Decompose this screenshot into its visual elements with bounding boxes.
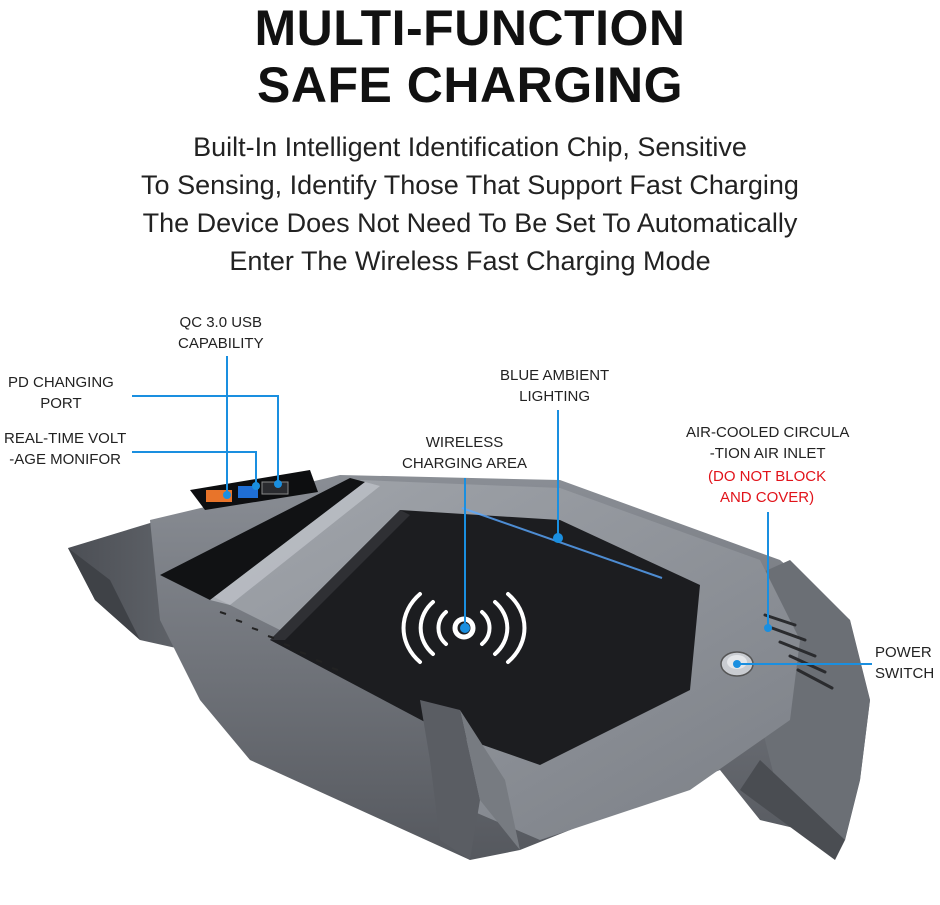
wireless-charging-icon <box>401 592 527 664</box>
label-volt-monitor: REAL-TIME VOLT-AGE MONIFOR <box>4 430 127 468</box>
subtitle-line-4: Enter The Wireless Fast Charging Mode <box>229 246 711 276</box>
subtitle-line-3: The Device Does Not Need To Be Set To Au… <box>142 208 798 238</box>
label-air-inlet: AIR-COOLED CIRCULA-TION AIR INLET <box>686 424 850 462</box>
callout-lines <box>132 356 872 665</box>
title-line-2: SAFE CHARGING <box>257 57 683 113</box>
title-line-1: MULTI-FUNCTION <box>254 0 686 56</box>
subtitle-line-2: To Sensing, Identify Those That Support … <box>141 170 799 200</box>
voltage-display <box>238 486 258 498</box>
subtitle-line-1: Built-In Intelligent Identification Chip… <box>193 132 747 162</box>
